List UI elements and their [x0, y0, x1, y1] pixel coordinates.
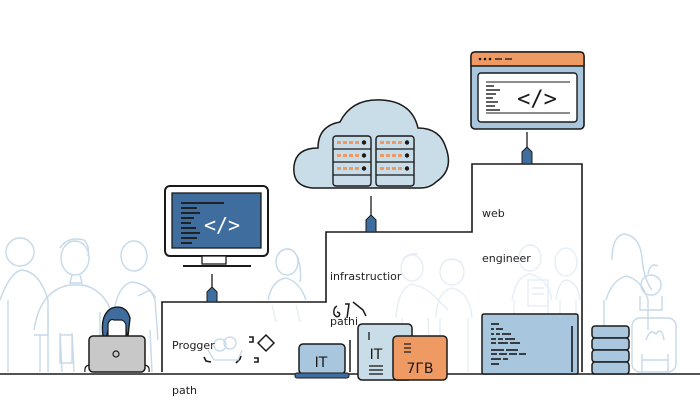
database-icon [591, 325, 630, 375]
cloud-server-icon [293, 99, 450, 189]
blue-laptop-label: IT [315, 355, 328, 371]
server-rack-right [375, 135, 415, 187]
person-ghost-1 [0, 237, 49, 372]
connector-step-3 [521, 132, 533, 165]
code-symbol: </> [204, 213, 240, 237]
orange-box-icon: 7ГB [392, 335, 448, 381]
connector-step-1 [206, 274, 218, 303]
step-label-programmer: Progger path [172, 308, 215, 413]
person-ghost-10 [631, 264, 677, 373]
code-monitor-icon: </> [164, 185, 269, 267]
step-label-web-line2: engineer [482, 252, 531, 265]
orange-box-label: 7ГB [406, 361, 433, 377]
step-1-decorations [203, 333, 276, 364]
step-label-programmer-line1: Progger [172, 339, 215, 352]
step-label-infrastructure: infrastructior pathi [330, 239, 401, 344]
person-ghost-9 [603, 233, 653, 330]
browser-code-icon: </> [470, 51, 585, 130]
step-label-programmer-line2: path [172, 384, 198, 397]
person-with-laptop [84, 306, 150, 373]
step-label-web: web engineer [482, 176, 531, 281]
step-label-web-line1: web [482, 207, 505, 220]
step-label-infrastructure-line1: infrastructior [330, 270, 402, 283]
code-panel-icon [481, 313, 579, 375]
laptop-gray [88, 335, 146, 373]
browser-code-symbol: </> [517, 87, 557, 112]
step-1-ghost-icon [207, 336, 243, 361]
book-label: IT [370, 347, 383, 363]
staircase-outline [161, 163, 583, 372]
step-2-decorations [333, 301, 367, 372]
server-rack-left [332, 135, 372, 187]
blue-laptop-icon: IT [294, 343, 350, 379]
step-label-infrastructure-line2: pathi [330, 315, 359, 328]
connector-step-2 [365, 196, 377, 233]
